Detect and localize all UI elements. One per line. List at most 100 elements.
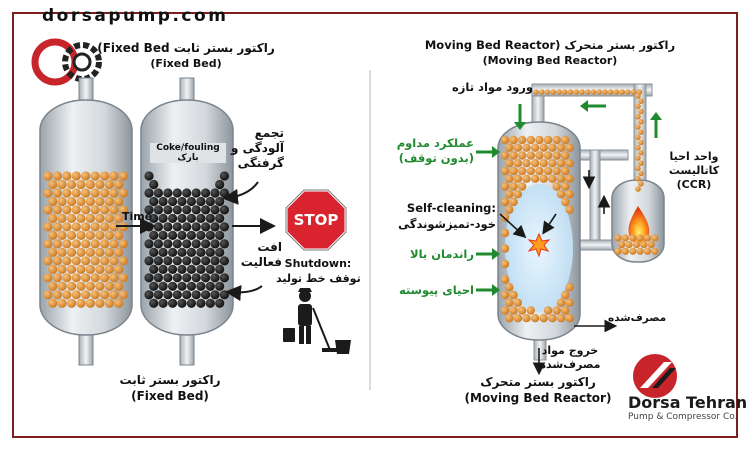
catalyst-pellet — [500, 259, 510, 269]
catalyst-pellet — [505, 159, 514, 168]
catalyst-pellet — [85, 196, 95, 207]
catalyst-pellet — [57, 196, 67, 207]
catalyst-pellet — [81, 222, 91, 232]
catalyst-pellet — [118, 205, 128, 215]
catalyst-pellet — [638, 108, 644, 115]
catalyst-pellet — [118, 188, 128, 198]
catalyst-pellet — [543, 166, 553, 176]
catalyst-pellet — [505, 205, 514, 214]
catalyst-pellet — [163, 188, 173, 198]
catalyst-pellet — [76, 264, 86, 274]
catalyst-pellet — [530, 143, 540, 152]
catalyst-pellet — [630, 89, 637, 95]
outer-frame — [12, 12, 738, 438]
catalyst-pellet — [210, 273, 220, 283]
catalyst-pellet — [168, 196, 178, 207]
catalyst-pellet — [565, 314, 574, 323]
catalyst-pellet — [635, 103, 641, 110]
catalyst-pellet — [565, 174, 574, 183]
catalyst-pellet — [71, 256, 81, 266]
catalyst-pellet — [81, 205, 91, 215]
catalyst-pellet — [76, 230, 86, 240]
catalyst-pellet — [95, 281, 105, 291]
catalyst-pellet — [526, 166, 535, 176]
catalyst-pellet — [509, 197, 518, 207]
catalyst-pellet — [114, 281, 124, 291]
stop-sign-text: STOP — [293, 211, 339, 229]
catalyst-pellet — [500, 228, 510, 238]
catalyst-pellet — [509, 306, 518, 315]
catalyst-pellet — [196, 196, 206, 207]
catalyst-pellet — [513, 143, 523, 152]
activity-line-1: افت — [257, 240, 282, 254]
catalyst-pellet — [509, 151, 518, 160]
catalyst-pellet — [556, 298, 566, 307]
catalyst-pellet — [153, 205, 163, 215]
catalyst-pellet — [500, 135, 510, 145]
catalyst-pellet — [48, 213, 58, 223]
catalyst-pellet — [57, 264, 67, 274]
catalyst-pellet — [513, 159, 523, 168]
catalyst-pellet — [201, 239, 211, 249]
catalyst-pellet — [43, 222, 53, 232]
time-label: Time — [122, 210, 153, 223]
catalyst-pellet — [153, 273, 163, 283]
catalyst-pellet — [67, 196, 77, 207]
catalyst-pellet — [182, 239, 192, 249]
fixed-bed-bottom-en: (Fixed Bed) — [131, 389, 209, 403]
catalyst-pellet — [62, 205, 72, 215]
catalyst-pellet — [196, 281, 206, 291]
self-cleaning-fa: خود-تمیزشوندگی — [398, 217, 496, 231]
catalyst-pellet — [90, 205, 100, 215]
site-url[interactable]: dorsapump.com — [42, 6, 229, 26]
catalyst-pellet — [636, 247, 644, 255]
catalyst-pellet — [647, 241, 655, 249]
catalyst-pellet — [48, 281, 58, 291]
catalyst-pellet — [114, 230, 124, 240]
catalyst-pellet — [635, 144, 641, 151]
catalyst-pellet — [62, 239, 72, 249]
catalyst-pellet — [67, 264, 77, 274]
spent-label: مصرف‌شده — [608, 312, 667, 324]
catalyst-pellet — [177, 281, 187, 291]
catalyst-pellet — [62, 188, 72, 198]
catalyst-pellet — [144, 239, 154, 249]
catalyst-pellet — [573, 89, 579, 95]
catalyst-pellet — [172, 222, 182, 232]
fixed-bed-title: (Fixed Bed راکتور بستر ثابت — [96, 41, 276, 55]
fouling-line-2: آلودگی و — [230, 141, 284, 155]
catalyst-pellet — [144, 205, 154, 215]
coke-fouling-label: Coke/fouling بارک — [150, 143, 226, 163]
catalyst-pellet — [109, 290, 119, 300]
catalyst-pellet — [182, 273, 192, 283]
catalyst-pellet — [538, 89, 545, 95]
catalyst-pellet — [144, 256, 154, 266]
catalyst-pellet — [526, 151, 535, 160]
catalyst-pellet — [57, 298, 67, 308]
catalyst-pellet — [52, 256, 63, 266]
flow-arrows-black — [499, 170, 618, 376]
catalyst-pellet — [52, 205, 63, 215]
catalyst-pellet — [539, 314, 548, 323]
catalyst-pellet — [43, 239, 53, 249]
fixed-bed-bottom-fa: راکتور بستر ثابت — [119, 373, 221, 387]
catalyst-pellet — [172, 256, 182, 266]
catalyst-pellet — [95, 213, 105, 223]
catalyst-pellet — [567, 89, 574, 95]
catalyst-pellet — [505, 174, 514, 183]
catalyst-pellet — [114, 213, 124, 223]
catalyst-pellet — [144, 273, 154, 283]
catalyst-pellet — [215, 264, 225, 274]
catalyst-pellet — [210, 205, 220, 215]
catalyst-pellet — [544, 89, 551, 95]
catalyst-pellet — [518, 151, 527, 160]
catalyst-pellet — [210, 188, 220, 198]
catalyst-pellet — [619, 89, 625, 95]
catalyst-pellet — [539, 159, 548, 168]
catalyst-pellet — [543, 135, 553, 145]
catalyst-pellet — [90, 222, 100, 232]
catalyst-pellet — [215, 230, 225, 240]
catalyst-pellet — [67, 247, 77, 257]
catalyst-pellet — [85, 230, 95, 240]
self-cleaning-spark-icon — [527, 232, 551, 258]
